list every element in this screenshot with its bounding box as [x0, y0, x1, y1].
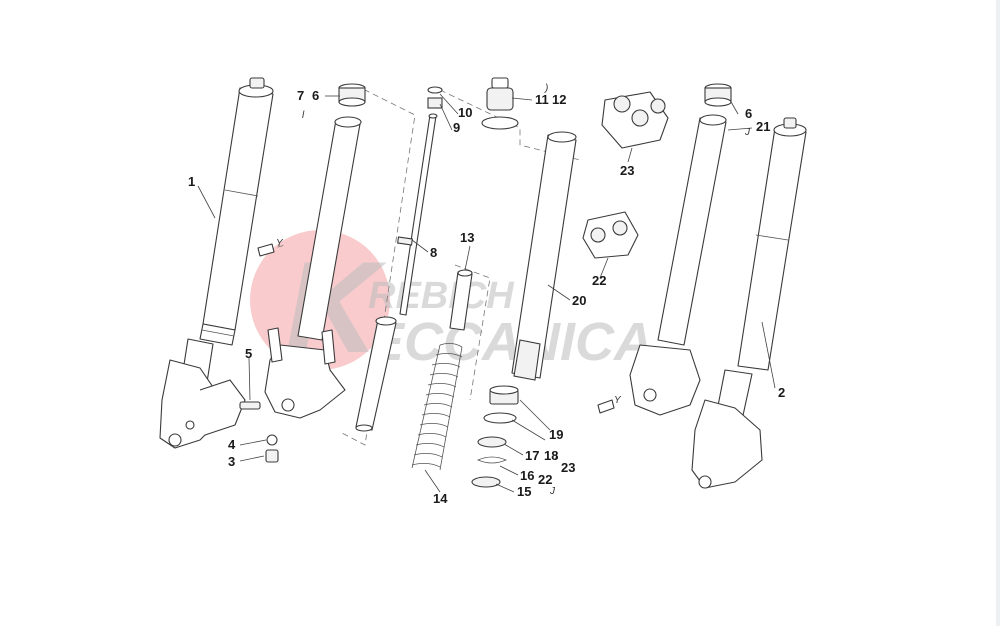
callout-15: 15 — [517, 484, 531, 499]
callout-22-top: 22 — [592, 273, 606, 288]
callout-10: 10 — [458, 105, 472, 120]
callout-17: 17 — [525, 448, 539, 463]
callout-2: 2 — [778, 385, 785, 400]
callout-5: 5 — [245, 346, 252, 361]
svg-text:J: J — [744, 127, 751, 138]
svg-text:l: l — [302, 110, 305, 121]
part-spacer — [449, 269, 473, 331]
svg-text:): ) — [544, 83, 548, 94]
part-caps-22-23 — [582, 91, 669, 259]
callout-6-right: 6 — [745, 106, 752, 121]
part-spring — [411, 343, 463, 471]
svg-text:l: l — [555, 452, 558, 463]
watermark-line1: REBICH — [368, 275, 515, 317]
svg-text:Y: Y — [614, 395, 622, 406]
part-left-outer-tube — [159, 77, 274, 449]
callout-23-top: 23 — [620, 163, 634, 178]
callout-13: 13 — [460, 230, 474, 245]
callout-19: 19 — [549, 427, 563, 442]
part-right-inner-tube-2 — [629, 114, 727, 416]
callout-7: 7 — [297, 88, 304, 103]
callout-6-left: 6 — [312, 88, 319, 103]
part-bushing-right — [704, 83, 732, 107]
callout-4: 4 — [228, 437, 236, 452]
watermark-line2: ECCANICA — [368, 312, 653, 372]
part-bushing-left — [338, 83, 366, 107]
callout-21: 21 — [756, 119, 770, 134]
callout-9: 9 — [453, 120, 460, 135]
right-edge-strip — [996, 0, 1000, 626]
svg-text:Y: Y — [276, 238, 284, 249]
callout-23-bottom: 23 — [561, 460, 575, 475]
callout-ticks: l ) J l J Y Y — [276, 83, 751, 497]
part-left-inner-tube — [264, 116, 362, 419]
part-damper-rod — [355, 113, 438, 432]
callout-18: 18 — [544, 448, 558, 463]
part-right-inner-tube — [511, 131, 577, 381]
part-seals — [471, 385, 519, 488]
callout-22-bottom: 22 — [538, 472, 552, 487]
callout-3: 3 — [228, 454, 235, 469]
callout-20: 20 — [572, 293, 586, 308]
callout-11: 11 — [535, 92, 549, 107]
callout-16: 16 — [520, 468, 534, 483]
callout-1: 1 — [188, 174, 195, 189]
callout-14: 14 — [433, 491, 448, 506]
part-right-outer-tube — [691, 117, 807, 489]
callout-12: 12 — [552, 92, 566, 107]
watermark: K REBICH ECCANICA — [250, 230, 653, 380]
part-top-cap — [481, 77, 519, 130]
svg-text:J: J — [549, 486, 556, 497]
part-washers-9-10 — [427, 86, 443, 109]
callouts: 1 2 3 4 5 6 6 7 8 9 10 11 12 13 14 15 16… — [188, 88, 785, 506]
part-bolts — [239, 243, 615, 463]
leader-lines — [197, 93, 776, 493]
callout-8: 8 — [430, 245, 437, 260]
